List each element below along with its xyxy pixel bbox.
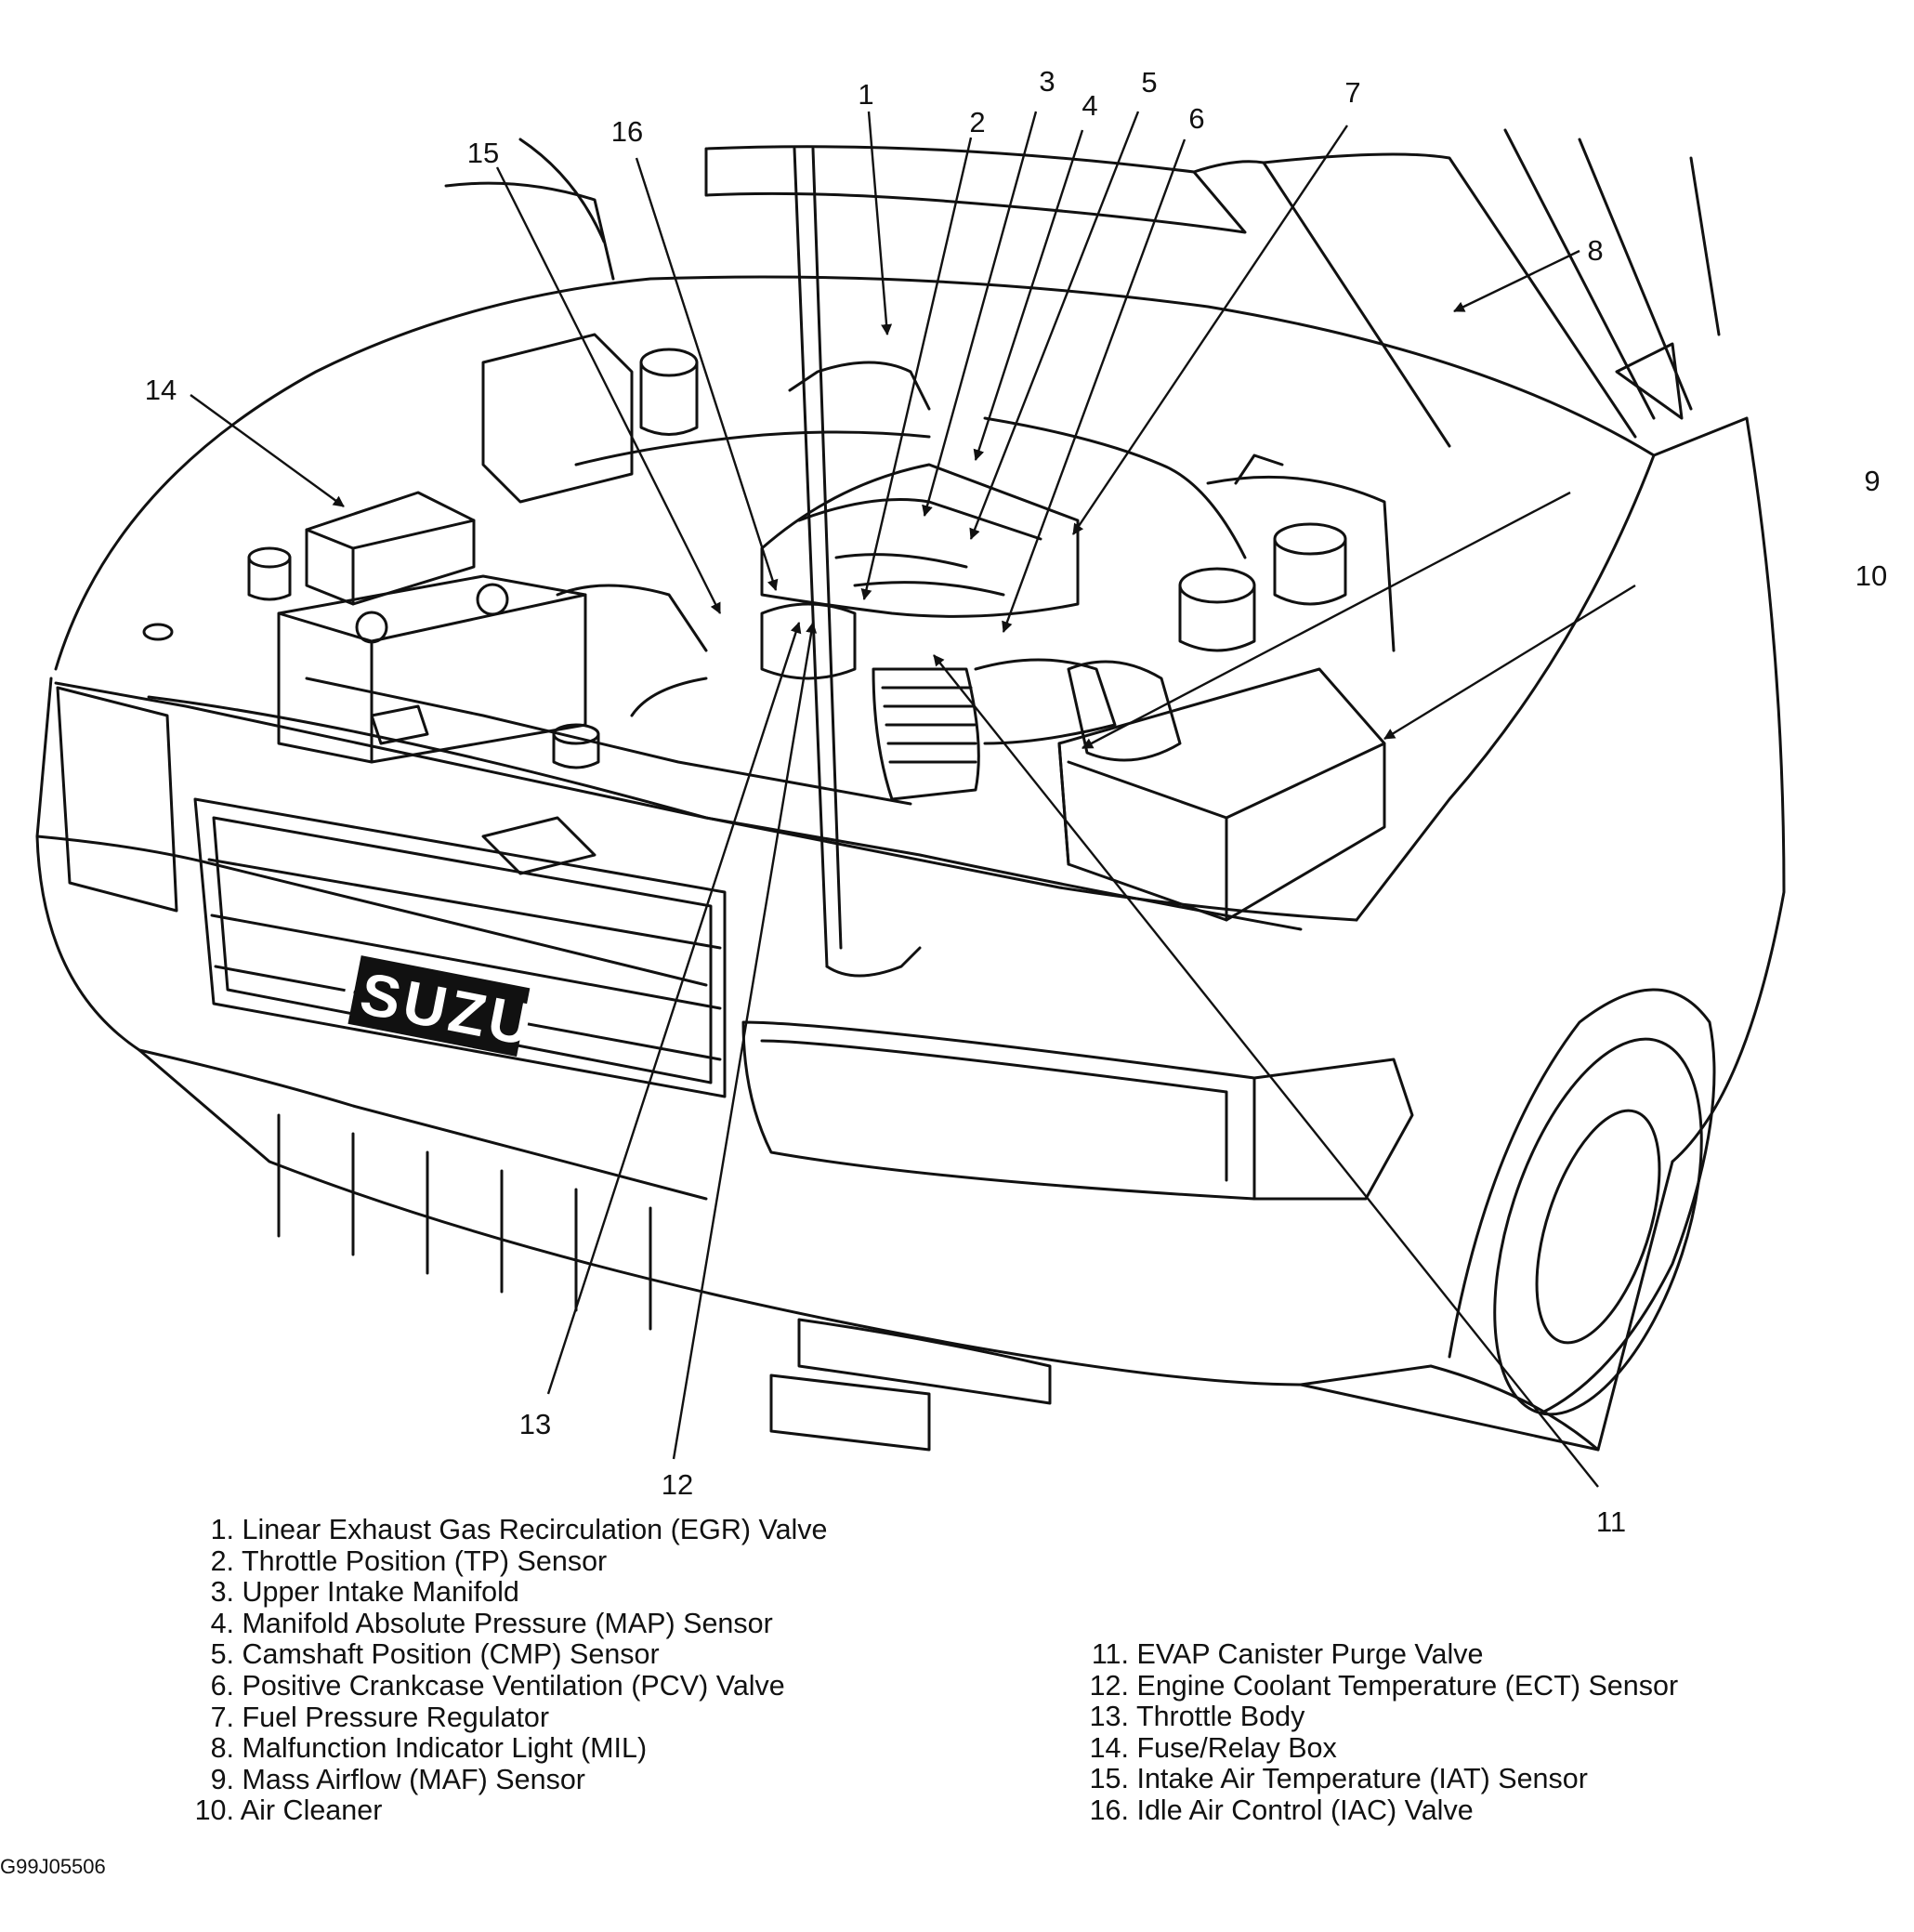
leader-11 xyxy=(933,654,1599,1488)
callout-numbers: 1 2 3 4 5 6 7 8 9 10 11 12 13 14 15 16 xyxy=(145,65,1887,1538)
leader-9 xyxy=(1082,491,1571,750)
callout-8: 8 xyxy=(1587,234,1603,267)
legend-item-number: 12. xyxy=(1089,1669,1129,1702)
legend-item-label: Camshaft Position (CMP) Sensor xyxy=(242,1638,660,1671)
callout-10: 10 xyxy=(1855,559,1887,592)
leader-10 xyxy=(1383,584,1636,741)
legend-item-label: Intake Air Temperature (IAT) Sensor xyxy=(1136,1763,1588,1795)
callout-16: 16 xyxy=(611,115,643,148)
legend-item: 1. Linear Exhaust Gas Recirculation (EGR… xyxy=(186,1514,828,1546)
legend-item-label: Engine Coolant Temperature (ECT) Sensor xyxy=(1136,1669,1679,1702)
legend-item-number: 16. xyxy=(1089,1794,1129,1826)
legend-item: 11. EVAP Canister Purge Valve xyxy=(1081,1638,1678,1671)
legend-item: 9. Mass Airflow (MAF) Sensor xyxy=(186,1763,828,1796)
legend-item: 12. Engine Coolant Temperature (ECT) Sen… xyxy=(1081,1669,1679,1702)
legend-item-number: 15. xyxy=(1089,1763,1129,1795)
legend-item: 15. Intake Air Temperature (IAT) Sensor xyxy=(1081,1764,1678,1795)
legend-item-label: EVAP Canister Purge Valve xyxy=(1136,1638,1484,1670)
callout-14: 14 xyxy=(145,374,177,406)
vehicle-body-outline xyxy=(35,128,1786,1452)
leader-14 xyxy=(190,394,345,507)
legend-item-number: 7. xyxy=(210,1701,234,1733)
leader-1 xyxy=(867,111,893,335)
legend-item-number: 3. xyxy=(210,1576,234,1609)
legend-item: 6. Positive Crankcase Ventilation (PCV) … xyxy=(186,1669,828,1702)
legend-item-label: Idle Air Control (IAC) Valve xyxy=(1136,1794,1474,1826)
leader-12 xyxy=(672,622,818,1460)
callout-4: 4 xyxy=(1082,89,1097,122)
legend-right: 11. EVAP Canister Purge Valve 12. Engine… xyxy=(1081,1638,1679,1827)
leader-7 xyxy=(1072,125,1348,535)
callout-15: 15 xyxy=(467,137,499,169)
callout-7: 7 xyxy=(1344,76,1360,109)
legend-item-label: Upper Intake Manifold xyxy=(242,1576,519,1609)
legend-item-number: 8. xyxy=(210,1732,234,1765)
legend-item-number: 1. xyxy=(210,1514,234,1545)
callout-5: 5 xyxy=(1141,66,1157,99)
legend-item-label: Fuel Pressure Regulator xyxy=(242,1701,550,1733)
leader-2 xyxy=(860,137,973,600)
legend-item-number: 11. xyxy=(1091,1638,1129,1670)
legend-item-number: 14. xyxy=(1089,1731,1129,1764)
callout-leaders xyxy=(190,111,1636,1488)
callout-12: 12 xyxy=(662,1468,693,1501)
legend-item-number: 13. xyxy=(1089,1701,1129,1733)
legend-item-label: Throttle Body xyxy=(1135,1701,1305,1733)
legend-item-label: Manifold Absolute Pressure (MAP) Sensor xyxy=(242,1607,773,1639)
legend-item-label: Malfunction Indicator Light (MIL) xyxy=(242,1732,648,1765)
callout-6: 6 xyxy=(1188,102,1204,135)
callout-3: 3 xyxy=(1039,65,1055,98)
legend-item-number: 9. xyxy=(210,1763,234,1795)
leader-16 xyxy=(635,157,779,591)
legend-item-label: Fuse/Relay Box xyxy=(1136,1731,1337,1764)
legend-item-label: Linear Exhaust Gas Recirculation (EGR) V… xyxy=(242,1514,828,1545)
leader-4 xyxy=(973,129,1084,461)
legend-item: 5. Camshaft Position (CMP) Sensor xyxy=(186,1639,828,1671)
legend-item: 16. Idle Air Control (IAC) Valve xyxy=(1081,1794,1678,1827)
leader-3 xyxy=(922,111,1038,517)
legend-item-number: 2. xyxy=(210,1544,234,1577)
legend-item: 7. Fuel Pressure Regulator xyxy=(186,1702,828,1734)
legend-item: 10. Air Cleaner xyxy=(186,1795,828,1827)
leader-8 xyxy=(1453,249,1580,313)
legend-item-number: 10. xyxy=(194,1794,234,1827)
legend-item-number: 6. xyxy=(210,1669,234,1702)
leader-13 xyxy=(546,622,802,1395)
figure-code: G99J05506 xyxy=(0,1855,106,1878)
legend-item: 3. Upper Intake Manifold xyxy=(186,1576,828,1609)
legend-item-label: Air Cleaner xyxy=(240,1794,383,1827)
callout-13: 13 xyxy=(519,1408,551,1440)
legend-item: 4. Manifold Absolute Pressure (MAP) Sens… xyxy=(186,1607,828,1640)
callout-11: 11 xyxy=(1596,1505,1626,1538)
legend-item: 14. Fuse/Relay Box xyxy=(1081,1731,1678,1765)
leader-6 xyxy=(1002,138,1186,633)
callout-9: 9 xyxy=(1864,465,1880,497)
legend-item: 8. Malfunction Indicator Light (MIL) xyxy=(186,1732,828,1765)
legend-item-number: 5. xyxy=(210,1638,234,1671)
legend-item-label: Positive Crankcase Ventilation (PCV) Val… xyxy=(242,1669,785,1702)
legend-item-number: 4. xyxy=(210,1607,234,1639)
callout-1: 1 xyxy=(858,78,873,111)
legend-item-label: Mass Airflow (MAF) Sensor xyxy=(242,1763,585,1795)
legend-item: 2. Throttle Position (TP) Sensor xyxy=(186,1544,828,1578)
leader-5 xyxy=(969,111,1140,540)
leader-15 xyxy=(495,166,722,614)
legend-item: 13. Throttle Body xyxy=(1081,1701,1678,1733)
legend-left: 1. Linear Exhaust Gas Recirculation (EGR… xyxy=(186,1514,828,1827)
legend-item-label: Throttle Position (TP) Sensor xyxy=(241,1544,608,1577)
callout-2: 2 xyxy=(969,106,985,138)
